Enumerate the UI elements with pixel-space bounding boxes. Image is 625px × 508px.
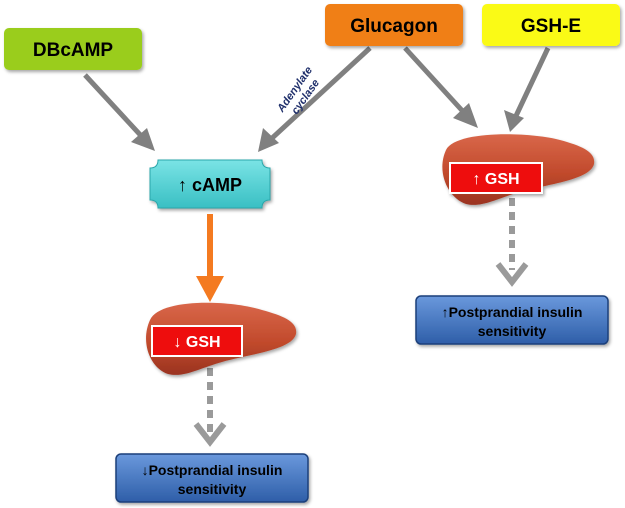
liver-right: ↑ GSH	[442, 134, 595, 205]
insulin-right-line1: ↑Postprandial insulin	[442, 304, 583, 320]
glucagon-node: Glucagon	[325, 4, 463, 46]
arrow-glucagon-to-camp	[258, 46, 372, 152]
gshe-node: GSH-E	[482, 4, 620, 46]
glucagon-label: Glucagon	[350, 16, 438, 37]
gshe-label: GSH-E	[521, 16, 581, 37]
arrow-dbcamp-to-camp	[83, 73, 155, 151]
gsh-left-label: ↓ GSH	[173, 334, 220, 351]
arrow-liver-right-to-outcome-right	[495, 198, 529, 287]
insulin-right-line2: sensitivity	[478, 323, 547, 339]
arrow-camp-to-liver-left	[196, 214, 224, 302]
camp-label: ↑ cAMP	[178, 175, 242, 195]
arrow-liver-left-to-outcome-left	[193, 368, 227, 447]
arrow-glucagon-to-liver-right	[403, 46, 478, 128]
insulin-outcome-right: ↑Postprandial insulin sensitivity	[415, 295, 609, 345]
insulin-left-line2: sensitivity	[178, 481, 247, 497]
camp-node: ↑ cAMP	[149, 159, 271, 209]
dbcamp-label: DBcAMP	[33, 40, 114, 61]
gsh-right-label: ↑ GSH	[472, 171, 519, 188]
insulin-left-line1: ↓Postprandial insulin	[142, 462, 283, 478]
liver-left: ↓ GSH	[146, 302, 297, 375]
dbcamp-node: DBcAMP	[4, 28, 142, 70]
insulin-outcome-left: ↓Postprandial insulin sensitivity	[115, 453, 309, 503]
arrow-gshe-to-liver-right	[504, 46, 551, 132]
